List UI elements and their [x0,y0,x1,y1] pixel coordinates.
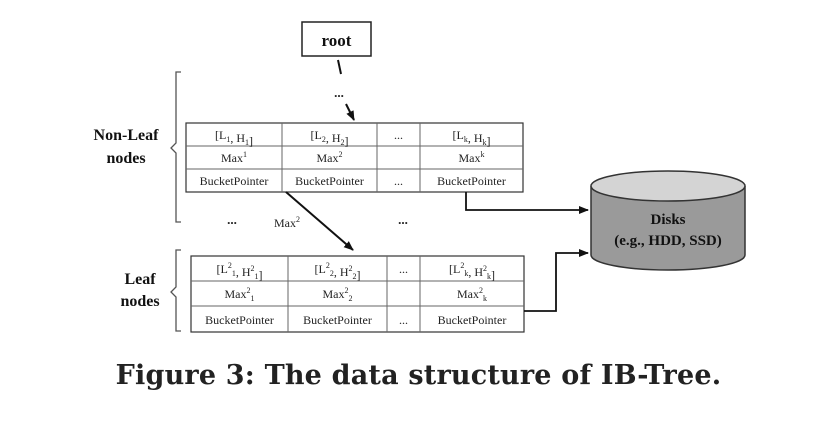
leaf-cell-r1-c3: Max2k [457,286,487,303]
between-max-label: Max2 [274,215,300,230]
nonleaf-to-leaf-arrow [285,191,354,251]
non-leaf-cell-r2-c0: BucketPointer [200,174,269,188]
disk-top [590,170,746,202]
root-edge [337,59,342,75]
leaf-cell-r0-c3: [L2k, H2k] [449,261,495,282]
non-leaf-cell-r2-c2: ... [394,174,403,188]
between-left-ellipsis: ... [227,212,237,227]
leaf-pointer-to-disk-arrow [524,249,589,312]
non-leaf-cell-r1-c3: Maxk [459,150,485,165]
non-leaf-cell-r2-c3: BucketPointer [437,174,506,188]
leaf-brace [170,249,181,332]
non-leaf-label-line1: Non-Leaf [94,127,160,144]
leaf-cell-r0-c2: ... [399,262,408,276]
non-leaf-brace [170,71,181,223]
disk-body [590,186,746,271]
non-leaf-cell-r1-c0: Max1 [221,150,247,165]
leaf-label-line2: nodes [120,293,159,310]
disk-label-line1: Disks [650,212,685,228]
root-to-nonleaf-arrow [345,103,355,121]
disk-label-line2: (e.g., HDD, SSD) [614,233,722,249]
leaf-cell-r0-c0: [L21, H21] [217,261,263,282]
leaf-cell-r2-c2: ... [399,313,408,327]
non-leaf-cell-r0-c2: ... [394,128,403,142]
figure-caption: Figure 3: The data structure of IB-Tree. [115,360,722,391]
root-box [301,21,372,57]
leaf-cell-r2-c3: BucketPointer [438,313,507,327]
nonleaf-pointer-to-disk-arrow [465,192,589,214]
non-leaf-cell-r1-c1: Max2 [317,150,343,165]
leaf-cell-r1-c0: Max21 [225,286,255,303]
non-leaf-cell-r0-c0: [L1, H1] [215,128,253,148]
disk-cylinder: Disks (e.g., HDD, SSD) [590,170,746,271]
leaf-label-line1: Leaf [124,271,156,288]
leaf-node-table [190,255,525,333]
non-leaf-cell-r0-c1: [L2, H2] [311,128,349,148]
non-leaf-node-table [185,122,524,193]
leaf-cell-r1-c1: Max22 [323,286,353,303]
leaf-cell-r2-c0: BucketPointer [205,313,274,327]
leaf-cell-r0-c1: [L22, H22] [315,261,361,282]
non-leaf-label-line2: nodes [106,150,145,167]
root-ellipsis: ... [334,85,344,100]
between-right-ellipsis: ... [398,212,408,227]
root-label: root [322,31,352,50]
non-leaf-cell-r0-c3: [Lk, Hk] [453,128,491,148]
leaf-cell-r2-c1: BucketPointer [303,313,372,327]
non-leaf-cell-r2-c1: BucketPointer [295,174,364,188]
